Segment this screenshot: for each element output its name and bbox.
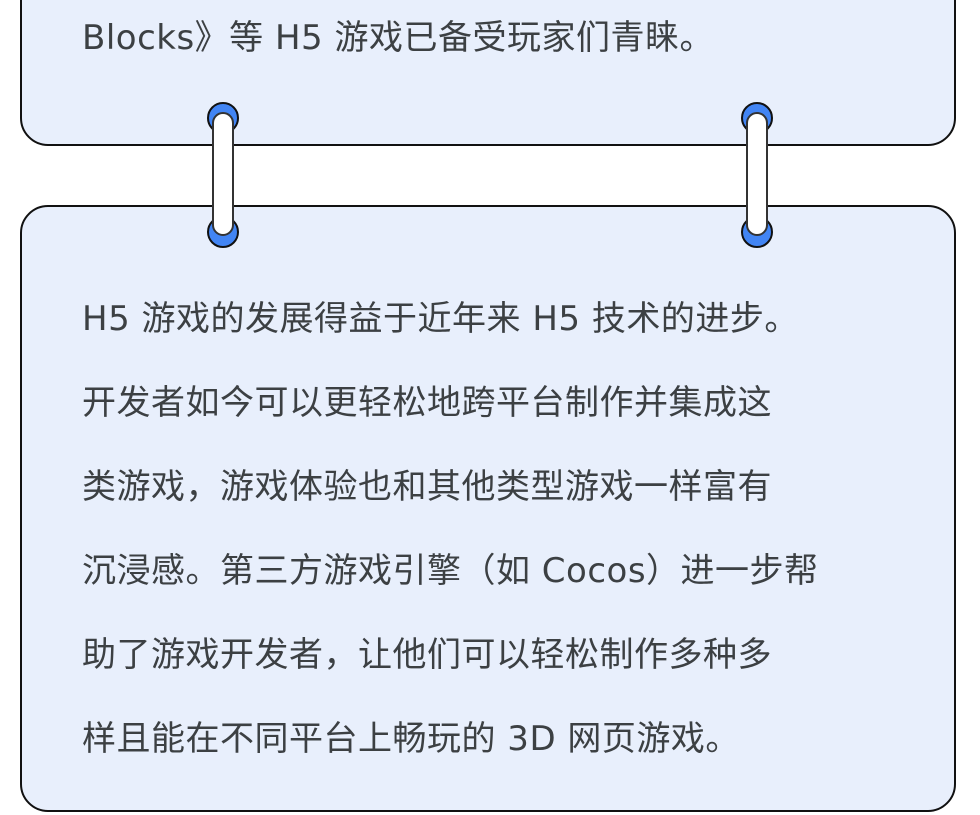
text-line: 类游戏，游戏体验也和其他类型游戏一样富有 xyxy=(82,467,772,507)
top-card-text: Blocks》等 H5 游戏已备受玩家们青睐。 xyxy=(82,18,914,58)
right-ring-connector xyxy=(738,100,778,250)
text-line: 开发者如今可以更轻松地跨平台制作并集成这 xyxy=(82,383,772,423)
bottom-card-text: H5 游戏的发展得益于近年来 H5 技术的进步。 开发者如今可以更轻松地跨平台制… xyxy=(82,277,914,781)
text-line: 样且能在不同平台上畅玩的 3D 网页游戏。 xyxy=(82,719,740,759)
text-line: H5 游戏的发展得益于近年来 H5 技术的进步。 xyxy=(82,299,799,339)
text-line: Blocks》等 H5 游戏已备受玩家们青睐。 xyxy=(82,18,714,58)
text-line: 助了游戏开发者，让他们可以轻松制作多种多 xyxy=(82,635,772,675)
bottom-text-card: H5 游戏的发展得益于近年来 H5 技术的进步。 开发者如今可以更轻松地跨平台制… xyxy=(20,205,956,812)
text-line: 沉浸感。第三方游戏引擎（如 Cocos）进一步帮 xyxy=(82,551,819,591)
ring-link-icon xyxy=(746,112,768,236)
left-ring-connector xyxy=(204,100,244,250)
ring-link-icon xyxy=(212,112,234,236)
top-text-card: Blocks》等 H5 游戏已备受玩家们青睐。 xyxy=(20,0,956,146)
